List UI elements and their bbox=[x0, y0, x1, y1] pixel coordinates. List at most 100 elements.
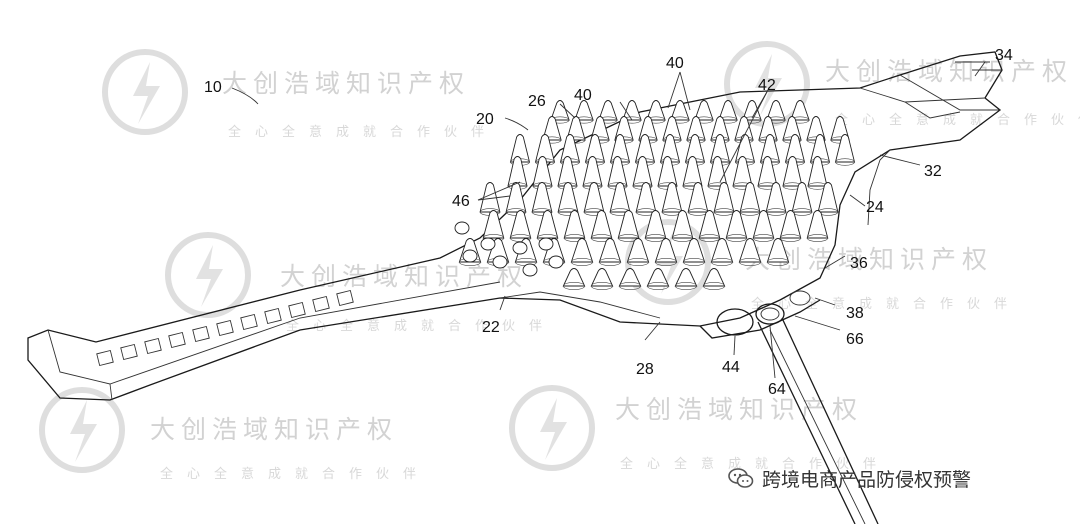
massage-nub bbox=[598, 238, 622, 263]
watermark-logo bbox=[39, 387, 125, 473]
massage-nub bbox=[626, 238, 650, 263]
dome-nub bbox=[462, 249, 478, 263]
label-28: 28 bbox=[636, 361, 654, 378]
massage-nub bbox=[759, 134, 781, 163]
watermark-logo bbox=[102, 49, 188, 135]
massage-nub bbox=[632, 156, 653, 187]
massage-nub-base bbox=[739, 257, 761, 267]
massage-nub bbox=[531, 182, 553, 213]
watermark-title: 大创浩域知识产权 bbox=[150, 415, 398, 444]
massage-nub bbox=[574, 100, 594, 121]
massage-nub bbox=[687, 182, 709, 213]
label-32: 32 bbox=[924, 163, 942, 180]
watermark-subtitle: 全心全意成就合作伙伴 bbox=[228, 124, 498, 140]
massage-nub-base bbox=[590, 234, 613, 242]
watermark-logo bbox=[165, 232, 251, 318]
strap-slots bbox=[96, 289, 354, 367]
watermark-title: 大创浩域知识产权 bbox=[825, 57, 1073, 86]
massage-nub-base bbox=[675, 281, 697, 291]
label-10: 10 bbox=[204, 79, 222, 96]
massage-nub bbox=[739, 182, 761, 213]
massage-nub bbox=[646, 100, 666, 121]
massage-nub bbox=[618, 268, 642, 287]
massage-nub-base bbox=[591, 281, 613, 291]
massage-nub bbox=[710, 238, 734, 263]
massage-nub bbox=[766, 238, 790, 263]
watermark-layer: 大创浩域知识产权 全心全意成就合作伙伴 大创浩域知识产权 全心全意成就合作伙伴 … bbox=[39, 41, 1080, 482]
label-64: 64 bbox=[768, 381, 786, 398]
massage-nub bbox=[782, 156, 803, 187]
watermark-title: 大创浩域知识产权 bbox=[615, 395, 863, 424]
massage-nub bbox=[590, 268, 614, 287]
massage-nub bbox=[734, 134, 756, 163]
wechat-account-name: 跨境电商产品防侵权预警 bbox=[762, 468, 972, 491]
massage-nub bbox=[562, 268, 586, 287]
massage-nub bbox=[791, 182, 813, 213]
dome-nub bbox=[454, 221, 470, 235]
massage-nub bbox=[657, 156, 678, 187]
massage-nub bbox=[757, 156, 778, 187]
massage-nub bbox=[713, 182, 735, 213]
massage-nub bbox=[584, 134, 606, 163]
dome-nub bbox=[548, 255, 564, 269]
connector-port bbox=[716, 290, 879, 524]
massage-nub bbox=[784, 134, 806, 163]
massage-nub bbox=[682, 238, 706, 263]
massage-nub bbox=[710, 116, 730, 141]
watermark-title: 大创浩域知识产权 bbox=[222, 69, 470, 98]
massage-nub bbox=[661, 182, 683, 213]
leader-lines bbox=[231, 61, 986, 379]
massage-nub bbox=[557, 156, 578, 187]
massage-nub bbox=[509, 210, 532, 239]
massage-nub-base bbox=[725, 234, 748, 242]
massage-nub-base bbox=[647, 281, 669, 291]
massage-nub bbox=[622, 100, 642, 121]
label-40: 40 bbox=[574, 87, 592, 104]
massage-nub bbox=[659, 134, 681, 163]
massage-nub bbox=[765, 182, 787, 213]
dome-nub bbox=[538, 237, 554, 251]
massage-nub bbox=[807, 156, 828, 187]
massage-nub bbox=[550, 100, 570, 121]
massage-nub bbox=[635, 182, 657, 213]
massage-nub bbox=[609, 182, 631, 213]
dome-nub bbox=[480, 237, 496, 251]
massage-nub-base bbox=[671, 234, 694, 242]
label-66: 66 bbox=[846, 331, 864, 348]
massage-nub bbox=[732, 156, 753, 187]
massage-nub-base bbox=[599, 257, 621, 267]
watermark-logo bbox=[509, 385, 595, 471]
label-42: 42 bbox=[758, 77, 776, 94]
massage-nub bbox=[644, 210, 667, 239]
massage-nub bbox=[718, 100, 738, 121]
watermark-subtitle: 全心全意成就合作伙伴 bbox=[835, 112, 1080, 128]
massage-nub-base bbox=[835, 158, 855, 166]
massage-nub bbox=[817, 182, 839, 213]
massage-nub bbox=[834, 134, 856, 163]
wechat-icon bbox=[728, 468, 754, 488]
massage-nub bbox=[734, 116, 754, 141]
massage-nub-base bbox=[627, 257, 649, 267]
watermark-subtitle: 全心全意成就合作伙伴 bbox=[620, 456, 890, 472]
massage-nub bbox=[609, 134, 631, 163]
dome-nub bbox=[512, 241, 528, 255]
label-44: 44 bbox=[722, 359, 740, 376]
massage-nub bbox=[590, 210, 613, 239]
label-36: 36 bbox=[850, 255, 868, 272]
massage-nub bbox=[686, 116, 706, 141]
massage-nub bbox=[698, 210, 721, 239]
massage-nub bbox=[638, 116, 658, 141]
massage-nub bbox=[790, 100, 810, 121]
massage-nub bbox=[583, 182, 605, 213]
massage-nub-base bbox=[655, 257, 677, 267]
massage-nub bbox=[563, 210, 586, 239]
massage-nub bbox=[779, 210, 802, 239]
label-34: 34 bbox=[995, 47, 1013, 64]
massage-nub-base bbox=[767, 257, 789, 267]
massage-nub bbox=[479, 182, 501, 213]
massage-nub bbox=[557, 182, 579, 213]
label-24: 24 bbox=[866, 199, 884, 216]
massage-nub-base bbox=[739, 208, 761, 216]
massage-nub bbox=[758, 116, 778, 141]
massage-nub-base bbox=[703, 281, 725, 291]
